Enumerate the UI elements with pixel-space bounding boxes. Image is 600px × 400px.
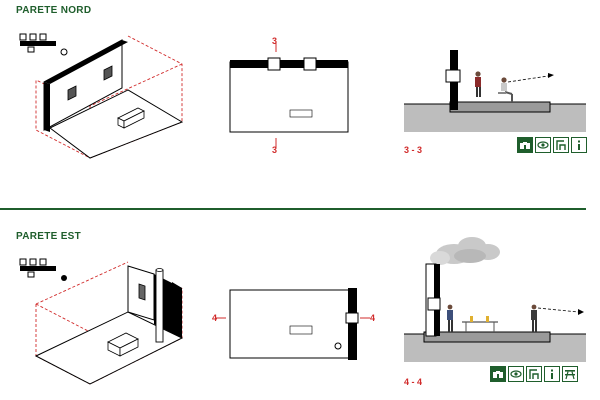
person-figure bbox=[475, 71, 481, 97]
eye-icon bbox=[535, 137, 551, 153]
seated-person-figure bbox=[498, 77, 513, 102]
icon-row-est bbox=[490, 366, 578, 382]
legend-est bbox=[19, 258, 67, 281]
eye-icon bbox=[508, 366, 524, 382]
section-title-nord: PARETE NORD bbox=[16, 5, 92, 16]
plan-marker-right: 4 bbox=[370, 313, 376, 323]
plan-est bbox=[216, 288, 370, 360]
section-title-est: PARETE EST bbox=[16, 231, 82, 242]
plan-marker-bottom: 3 bbox=[272, 145, 278, 155]
isometric-est bbox=[34, 261, 184, 385]
person-figure bbox=[531, 304, 537, 332]
table-figure bbox=[462, 316, 498, 332]
section-divider bbox=[0, 208, 586, 210]
section-label-est: 4 - 4 bbox=[404, 377, 423, 387]
plan-marker-left: 4 bbox=[212, 313, 218, 323]
info-icon bbox=[571, 137, 587, 153]
picnic-table-icon bbox=[562, 366, 578, 382]
section-label-nord: 3 - 3 bbox=[404, 145, 423, 155]
plan-nord bbox=[229, 42, 349, 148]
shelter-icon bbox=[526, 366, 542, 382]
isometric-nord bbox=[35, 35, 184, 159]
legend-nord bbox=[19, 33, 68, 56]
icon-row-nord bbox=[517, 137, 587, 153]
binoculars-icon bbox=[517, 137, 533, 153]
smoke-cloud bbox=[430, 237, 500, 265]
shelter-icon bbox=[553, 137, 569, 153]
person-figure bbox=[447, 304, 453, 332]
section-nord bbox=[404, 50, 586, 132]
plan-marker-top: 3 bbox=[272, 36, 278, 46]
section-est bbox=[404, 237, 586, 362]
info-icon bbox=[544, 366, 560, 382]
binoculars-icon bbox=[490, 366, 506, 382]
